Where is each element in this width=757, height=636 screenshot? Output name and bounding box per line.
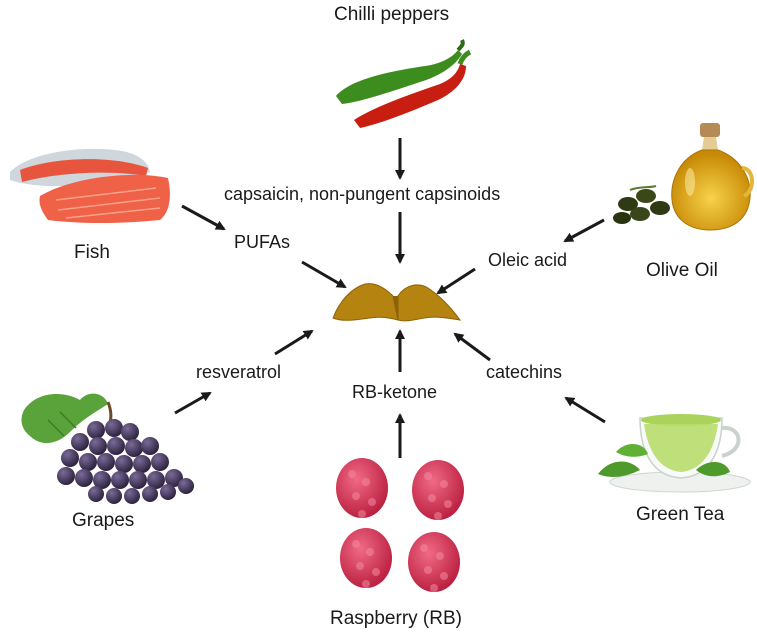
label-raspberry: Raspberry (RB) bbox=[330, 608, 462, 630]
raspberry-image bbox=[336, 458, 464, 592]
arrow-fish-to-pufas bbox=[182, 206, 224, 229]
label-green-tea: Green Tea bbox=[636, 504, 724, 526]
label-resveratrol: resveratrol bbox=[196, 362, 281, 383]
label-rb-ketone: RB-ketone bbox=[352, 382, 437, 403]
arrow-catechins-to-adipose bbox=[455, 334, 490, 360]
arrow-olive-to-oleic bbox=[565, 220, 604, 241]
arrow-resveratrol-to-adipose bbox=[275, 331, 312, 354]
arrow-grapes-to-resveratrol bbox=[175, 393, 210, 413]
label-olive-oil: Olive Oil bbox=[646, 260, 718, 282]
label-capsaicin: capsaicin, non-pungent capsinoids bbox=[224, 184, 500, 205]
chilli-peppers-image bbox=[336, 40, 470, 128]
grapes-image bbox=[22, 394, 194, 504]
green-tea-image bbox=[598, 414, 750, 492]
olive-oil-image bbox=[613, 123, 752, 230]
label-pufas: PUFAs bbox=[234, 232, 290, 253]
adipose-tissue-image bbox=[333, 284, 460, 321]
arrow-oleic-to-adipose bbox=[438, 269, 475, 293]
label-grapes: Grapes bbox=[72, 510, 134, 532]
label-oleic-acid: Oleic acid bbox=[488, 250, 567, 271]
arrow-pufas-to-adipose bbox=[302, 262, 345, 287]
fish-fillet-image bbox=[10, 149, 170, 223]
label-fish: Fish bbox=[74, 242, 110, 264]
arrow-greentea-to-catechins bbox=[566, 398, 605, 422]
label-catechins: catechins bbox=[486, 362, 562, 383]
label-chilli-peppers: Chilli peppers bbox=[334, 4, 449, 26]
